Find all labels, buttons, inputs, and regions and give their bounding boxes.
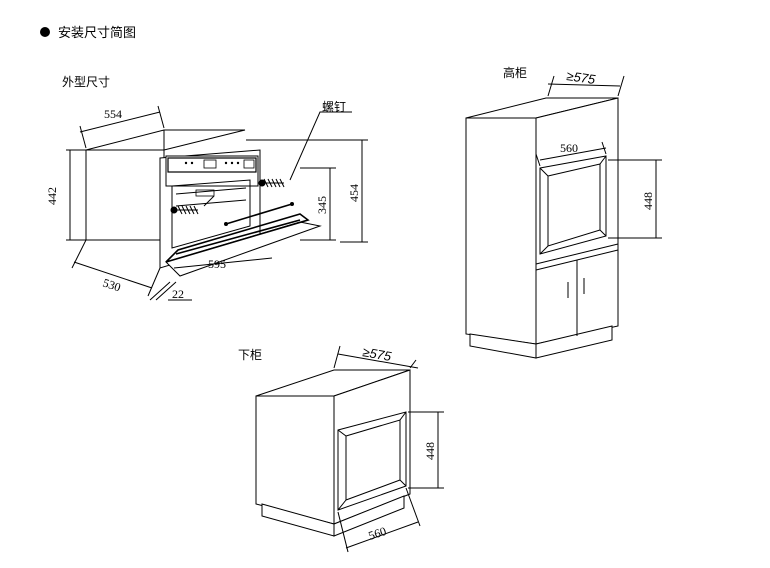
header: 安装尺寸简图 bbox=[40, 22, 136, 41]
lower-cabinet-label: 下柜 bbox=[238, 348, 263, 362]
oven-door-offset-dim: 22 bbox=[172, 287, 184, 301]
tall-cabinet-opening-width-dim: 560 bbox=[560, 141, 578, 155]
lower-cabinet-depth-dim: ≥575 bbox=[361, 344, 393, 364]
tall-cabinet-opening-height-dim: 448 bbox=[641, 192, 655, 210]
oven-drawing: 554 442 530 595 22 345 bbox=[45, 105, 368, 301]
tall-cabinet-drawing: ≥575 560 448 bbox=[465, 68, 662, 359]
page-title: 安装尺寸简图 bbox=[58, 25, 137, 40]
oven-total-height-dim: 454 bbox=[347, 184, 361, 202]
bullet-icon bbox=[40, 26, 50, 37]
oven-height-dim: 442 bbox=[45, 187, 59, 205]
screw-label: 螺钉 bbox=[322, 100, 347, 114]
oven-depth-dim: 530 bbox=[101, 276, 122, 295]
lower-cabinet-drawing: ≥575 448 560 bbox=[255, 344, 444, 553]
tall-cabinet-depth-dim: ≥575 bbox=[566, 68, 597, 87]
lower-cabinet-opening-height-dim: 448 bbox=[423, 442, 437, 460]
oven-top-depth-dim: 554 bbox=[104, 107, 122, 121]
oven-inner-height-dim: 345 bbox=[315, 196, 329, 214]
tall-cabinet-label: 高柜 bbox=[503, 66, 528, 80]
outline-dimensions-label: 外型尺寸 bbox=[62, 75, 111, 89]
oven-door-width-dim: 595 bbox=[208, 257, 226, 271]
lower-cabinet-opening-width-dim: 560 bbox=[367, 524, 388, 543]
